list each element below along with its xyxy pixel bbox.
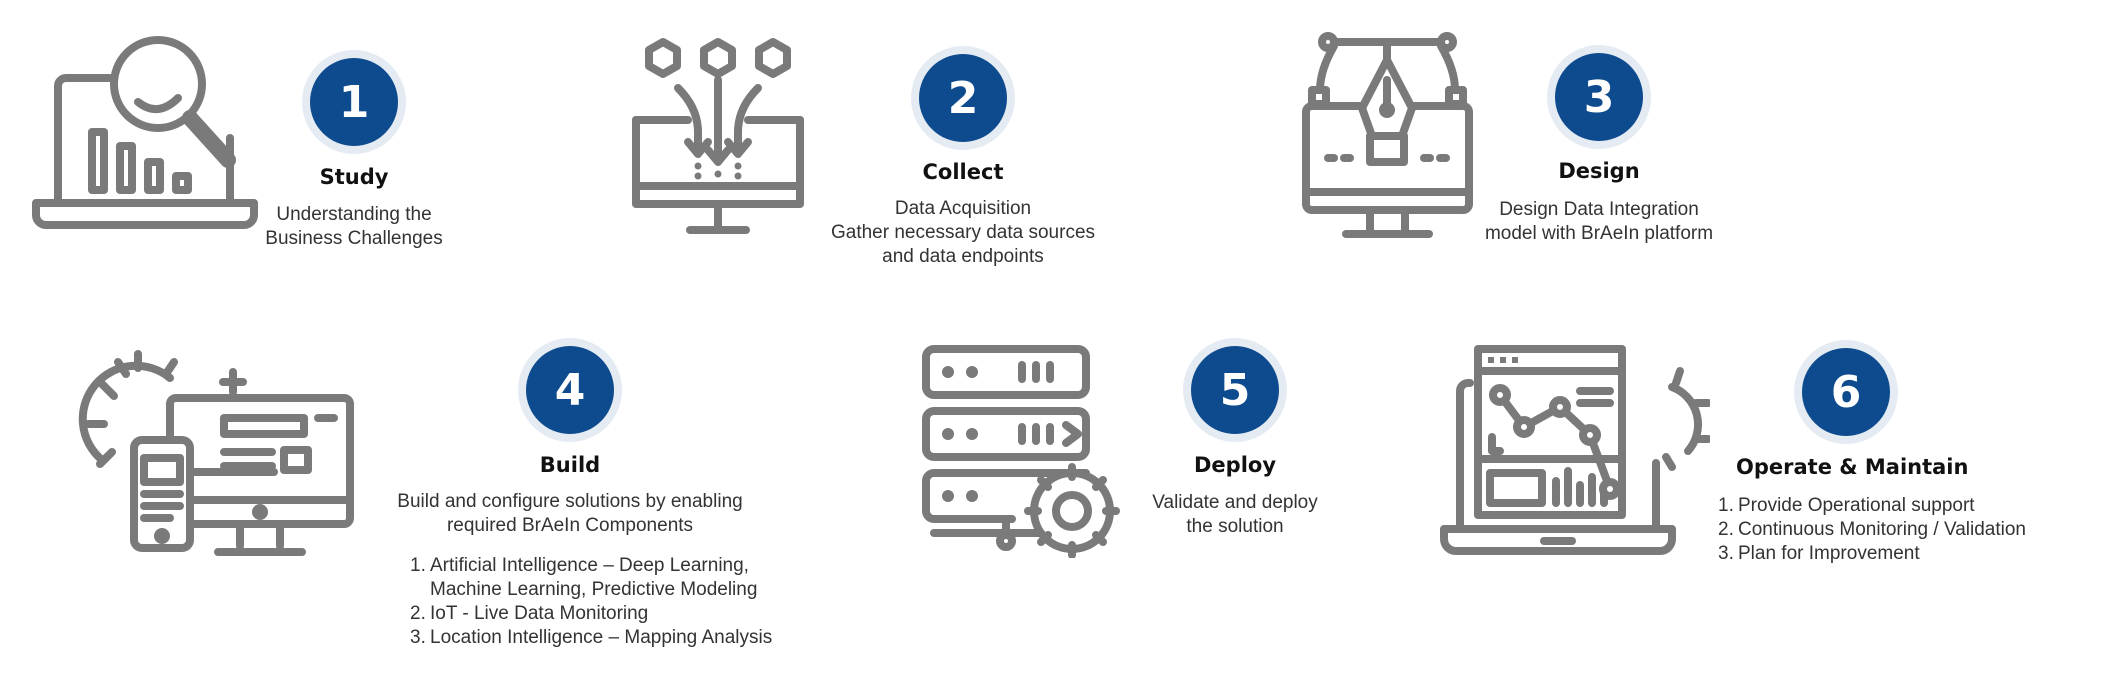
step-6-task-list: 1. Provide Operational support 2. Contin… [1718,494,2026,566]
list-item: 1. Artificial Intelligence – Deep Learni… [410,555,758,600]
step-2-description: Data Acquisition Gather necessary data s… [830,198,1096,267]
step-1-title: Study [319,165,389,189]
step-2-title: Collect [922,160,1004,184]
step-4-title: Build [539,453,601,477]
step-3-number: 3 [1555,53,1643,141]
monitor-data-inflow-icon [628,32,808,242]
step-3-description: Design Data Integration model with BrAeI… [1484,199,1714,244]
step-2-badge: 2 [911,46,1015,150]
step-5-number: 5 [1191,346,1279,434]
step-4-badge: 4 [518,338,622,442]
step-5-title: Deploy [1193,453,1277,477]
step-6-number: 6 [1802,348,1890,436]
step-5-description: Validate and deploy the solution [1152,492,1318,537]
step-6-badge: 6 [1794,340,1898,444]
list-item: 2. Continuous Monitoring / Validation [1718,519,2026,540]
step-4-number: 4 [526,346,614,434]
step-6-title: Operate & Maintain [1736,455,1969,479]
step-4-description: Build and configure solutions by enablin… [397,491,743,536]
step-5-badge: 5 [1183,338,1287,442]
server-gear-icon [920,343,1120,558]
list-item: 3. Plan for Improvement [1718,543,1920,564]
step-1-badge: 1 [302,50,406,154]
laptop-analytics-gear-icon [1440,343,1710,563]
laptop-magnifier-chart-icon [30,28,260,243]
step-3-title: Design [1558,159,1640,183]
step-1-number: 1 [310,58,398,146]
list-item: 1. Provide Operational support [1718,495,1975,516]
list-item: 3. Location Intelligence – Mapping Analy… [410,627,773,648]
step-4-component-list: 1. Artificial Intelligence – Deep Learni… [410,554,772,650]
list-item: 2. IoT - Live Data Monitoring [410,603,649,624]
step-1-description: Understanding the Business Challenges [265,204,443,249]
step-3-badge: 3 [1547,45,1651,149]
step-2-number: 2 [919,54,1007,142]
monitor-pen-tool-icon [1300,30,1475,245]
devices-gear-icon [78,340,363,565]
